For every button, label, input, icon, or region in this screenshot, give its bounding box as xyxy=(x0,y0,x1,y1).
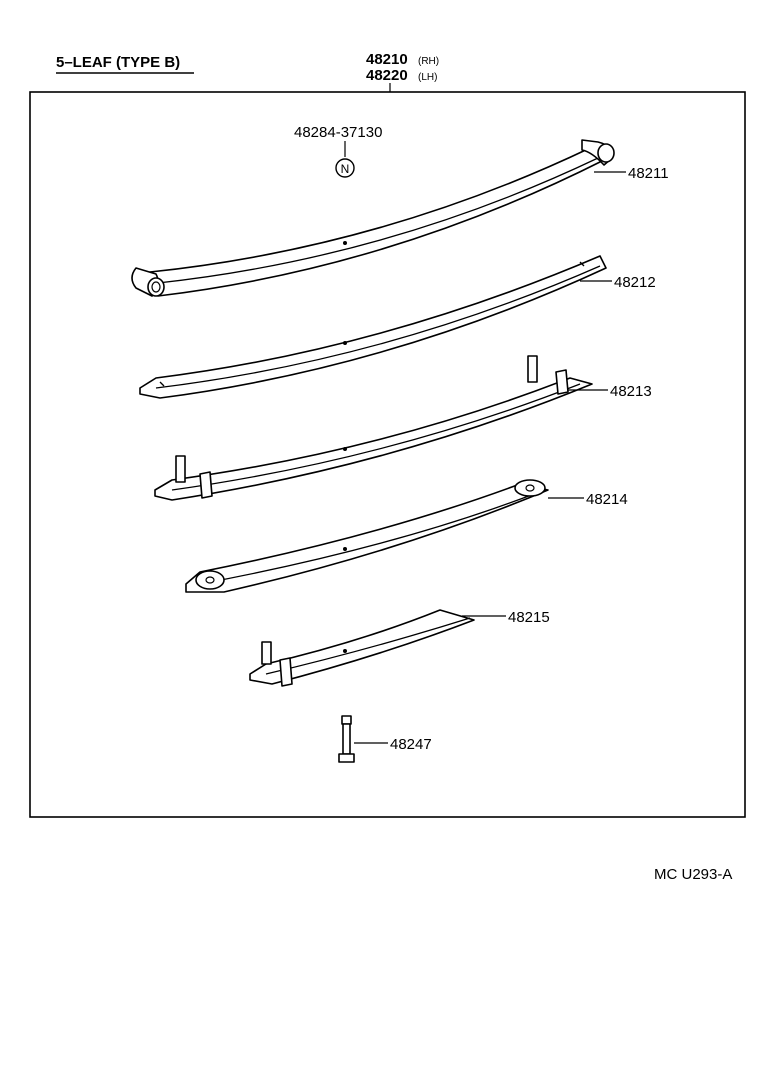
assembly-side-lh: (LH) xyxy=(418,72,437,83)
assembly-number-lh: 48220 xyxy=(366,67,408,84)
assembly-frame xyxy=(29,91,746,818)
leaf-48212 xyxy=(139,255,607,399)
leaf-48211 xyxy=(131,139,615,297)
assembly-number-rh: 48210 xyxy=(366,51,408,68)
label-48215: 48215 xyxy=(508,609,550,626)
center-bolt-48247 xyxy=(338,715,355,763)
label-48212: 48212 xyxy=(614,274,656,291)
assembly-side-rh: (RH) xyxy=(418,56,439,67)
label-48214: 48214 xyxy=(586,491,628,508)
label-48247: 48247 xyxy=(390,736,432,753)
leaf-48215 xyxy=(249,609,475,687)
diagram-title: 5–LEAF (TYPE B) xyxy=(56,54,180,71)
label-48211: 48211 xyxy=(628,165,669,182)
n-mark-icon: N xyxy=(335,158,355,178)
figure-code: MC U293-A xyxy=(654,866,732,883)
leaf-48213 xyxy=(154,355,593,501)
label-48284-37130: 48284-37130 xyxy=(294,124,382,141)
leaf-48214 xyxy=(185,479,549,593)
label-48213: 48213 xyxy=(610,383,652,400)
n-mark-symbol: N xyxy=(341,162,350,176)
